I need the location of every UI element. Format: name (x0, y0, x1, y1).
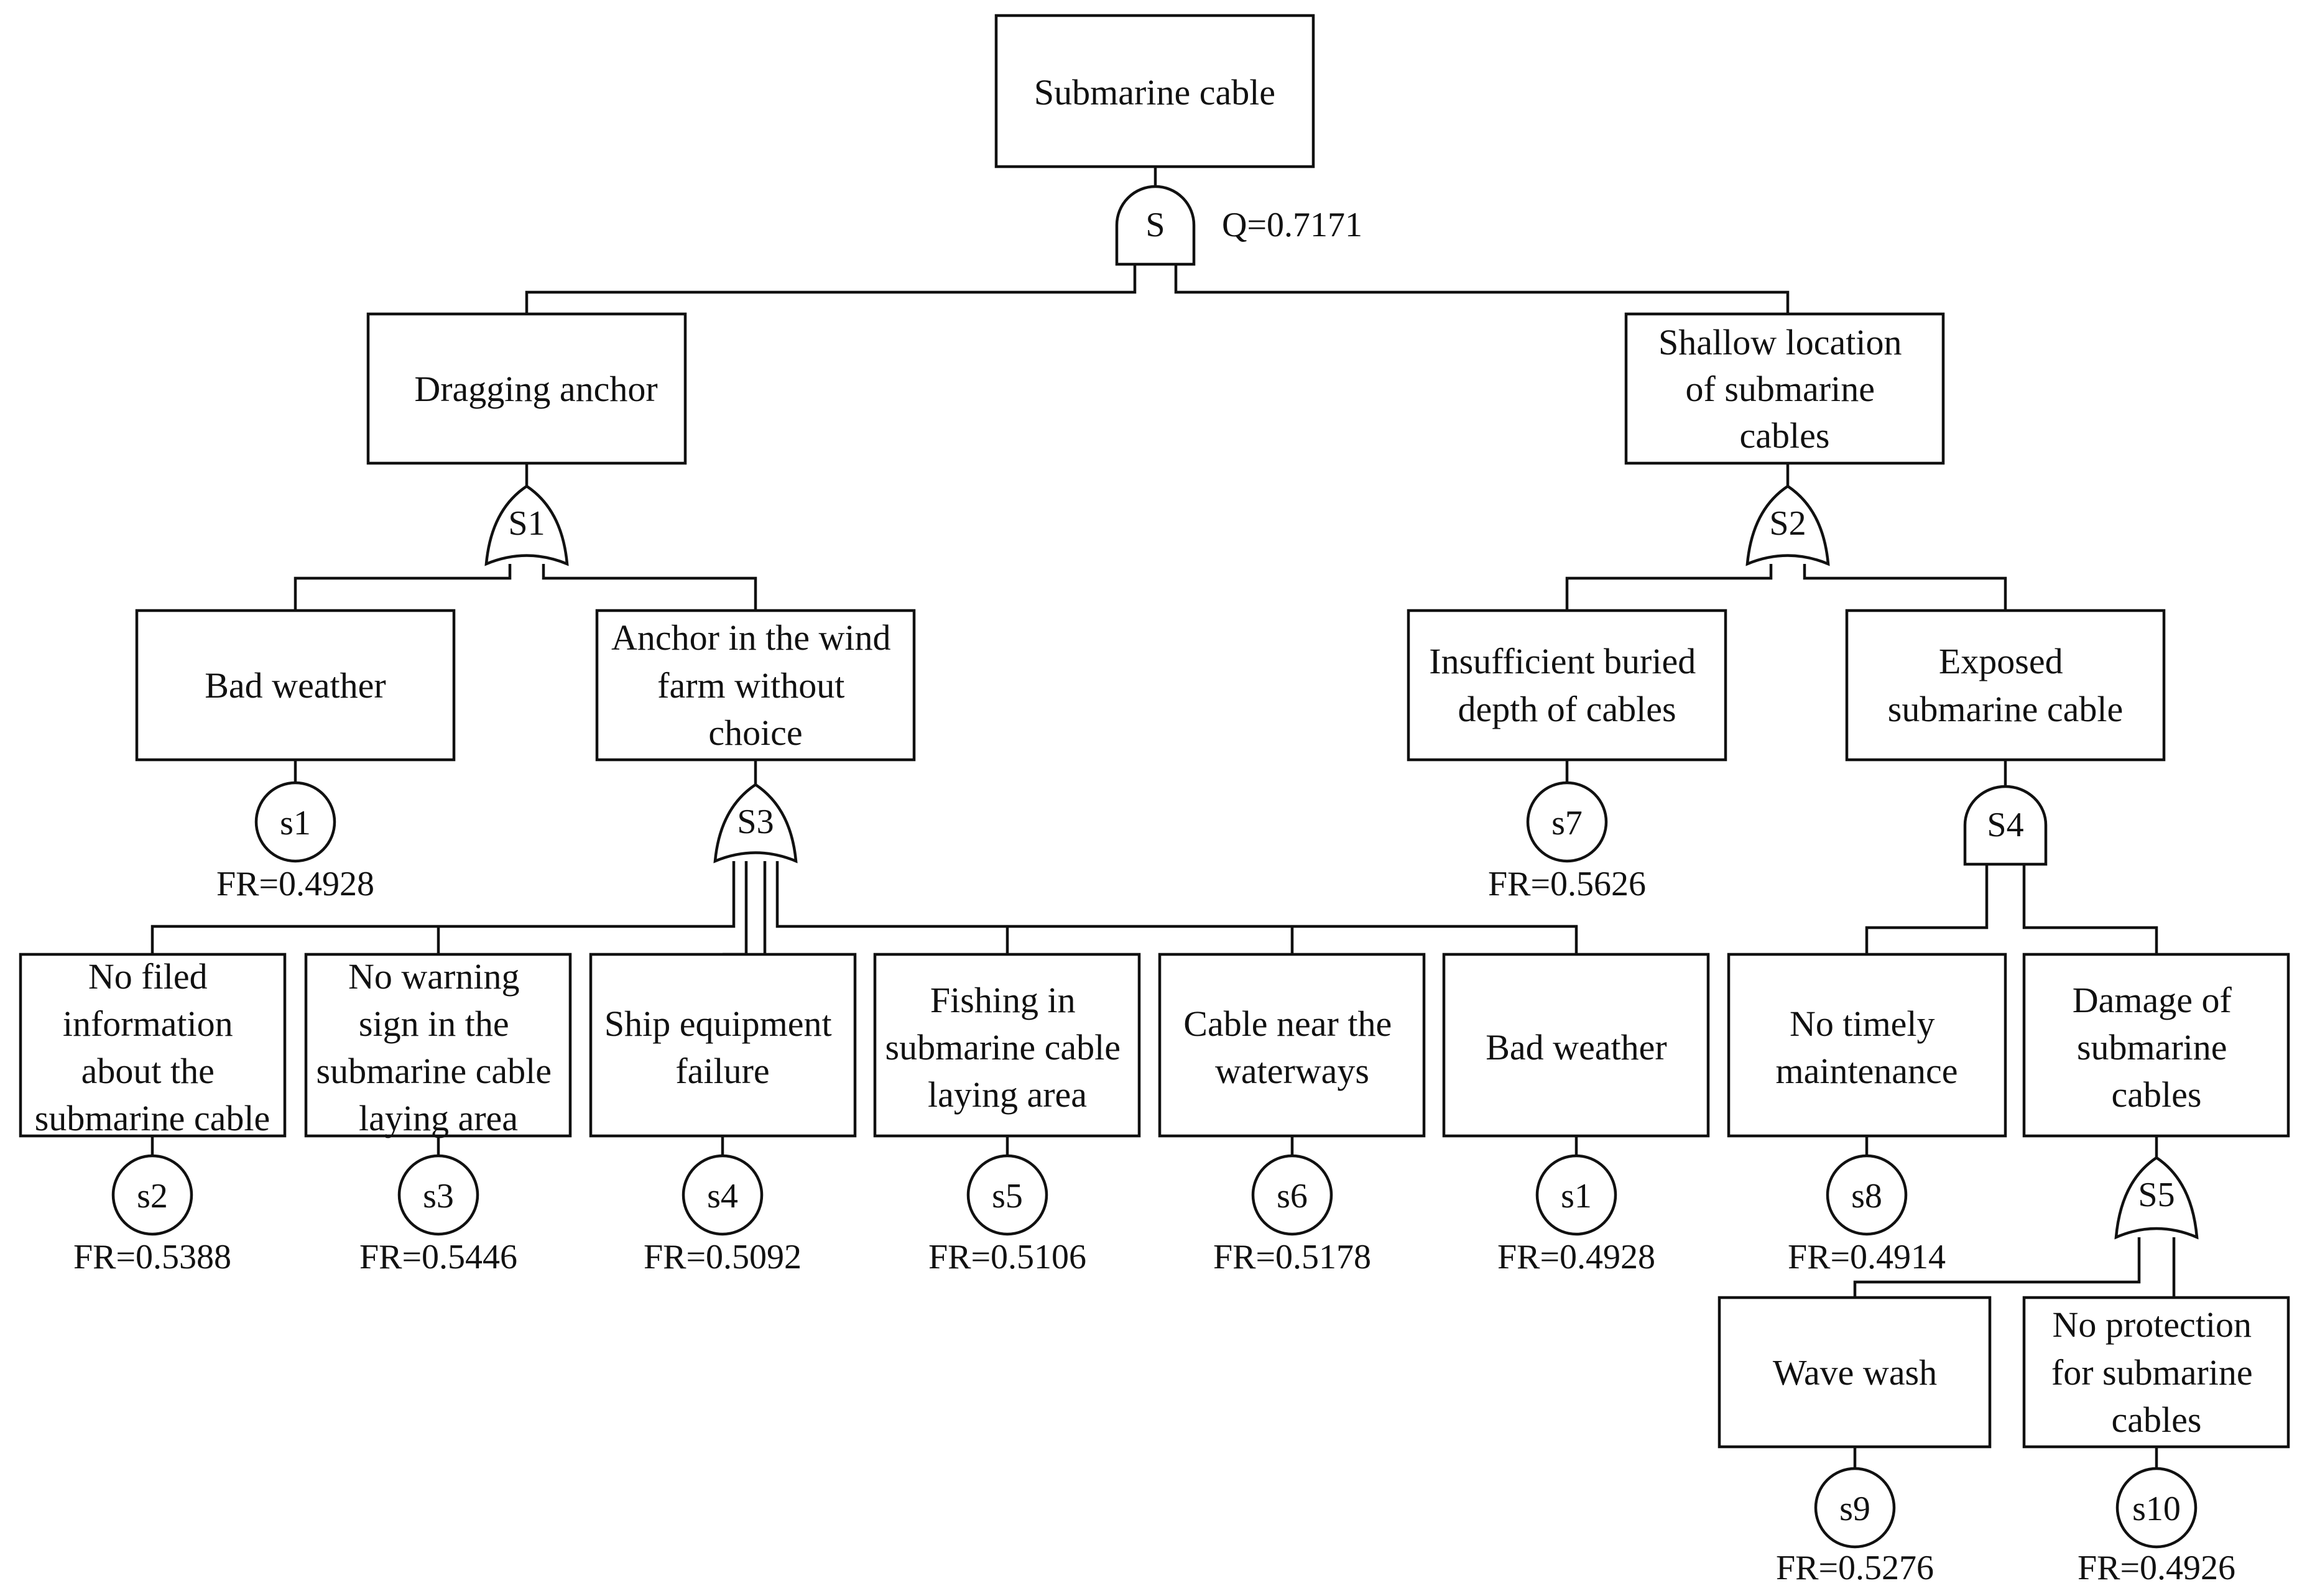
basic-event-s5-label: s5 (992, 1177, 1023, 1215)
basic-event-s10-label: s10 (2132, 1490, 2181, 1528)
connector-s4-to-no-timely (1865, 864, 1989, 954)
event-box-no-warning-sign: No warning sign in the submarine cable l… (304, 953, 572, 1138)
and-gate-s: S (1115, 185, 1196, 266)
basic-event-s7-fr: FR=0.5626 (1488, 865, 1646, 903)
basic-event-s4-fr: FR=0.5092 (644, 1238, 802, 1276)
event-insufficient-depth-label: Insufficient buried depth of cables (1429, 641, 1704, 729)
event-exposed-cable-label: Exposed submarine cable (1888, 641, 2123, 729)
connector-s3-to-no-filed (150, 861, 736, 954)
gate-s-label: S (1145, 206, 1165, 244)
basic-event-s1-sub-fr: FR=0.4928 (1497, 1238, 1655, 1276)
event-box-wave-wash: Wave wash (1717, 1296, 1992, 1449)
event-wave-wash-label: Wave wash (1773, 1352, 1937, 1393)
connectors (150, 167, 2176, 1470)
connector-s3-to-right-branches (775, 861, 1578, 954)
event-top-label: Submarine cable (1034, 72, 1275, 113)
basic-event-s7: s7 FR=0.5626 (1488, 781, 1646, 903)
basic-event-s6: s6 FR=0.5178 (1213, 1154, 1371, 1276)
event-box-damage-of-cables: Damage of submarine cables (2022, 953, 2290, 1138)
gate-s2-label: S2 (1769, 504, 1806, 543)
basic-event-s4: s4 FR=0.5092 (644, 1154, 802, 1276)
event-box-no-timely-maintenance: No timely maintenance (1727, 953, 2007, 1138)
basic-event-s7-label: s7 (1551, 804, 1583, 842)
basic-event-s5: s5 FR=0.5106 (928, 1154, 1086, 1276)
event-dragging-anchor-label: Dragging anchor (414, 369, 657, 409)
or-gate-s2: S2 (1745, 484, 1830, 566)
event-box-no-filed-info: No filed information about the submarine… (19, 953, 287, 1138)
event-box-top: Submarine cable (994, 14, 1315, 168)
basic-event-s3-fr: FR=0.5446 (359, 1238, 517, 1276)
event-box-bad-weather-sub: Bad weather (1442, 953, 1710, 1138)
connector-s1-to-bad-weather (294, 564, 512, 611)
gate-s4-label: S4 (1987, 806, 2023, 844)
event-box-dragging-anchor: Dragging anchor (366, 312, 687, 465)
event-box-insufficient-depth: Insufficient buried depth of cables (1407, 609, 1727, 762)
and-gate-s4: S4 (1963, 785, 2048, 866)
or-gate-s5: S5 (2114, 1156, 2199, 1240)
event-shallow-location-label: Shallow location of submarine cables (1658, 322, 1911, 456)
basic-event-s5-fr: FR=0.5106 (928, 1238, 1086, 1276)
event-box-shallow-location: Shallow location of submarine cables (1624, 312, 1945, 465)
basic-event-s2-fr: FR=0.5388 (73, 1238, 231, 1276)
event-no-timely-maintenance-label: No timely maintenance (1775, 1003, 1958, 1091)
basic-event-s9: s9 FR=0.5276 (1776, 1467, 1934, 1587)
basic-event-s3: s3 FR=0.5446 (359, 1154, 517, 1276)
event-box-fishing-area: Fishing in submarine cable laying area (873, 953, 1141, 1138)
connector-s-to-dragging-anchor (525, 264, 1137, 314)
connector-s2-to-insufficient (1565, 564, 1773, 611)
event-box-cable-near-waterways: Cable near the waterways (1158, 953, 1426, 1138)
basic-event-s6-fr: FR=0.5178 (1213, 1238, 1371, 1276)
gate-s3-label: S3 (737, 803, 774, 841)
event-no-warning-sign-label: No warning sign in the submarine cable l… (317, 956, 561, 1138)
event-cable-near-waterways-label: Cable near the waterways (1183, 1003, 1400, 1091)
basic-event-s1-sub-label: s1 (1561, 1177, 1592, 1215)
basic-event-s1-main-fr: FR=0.4928 (216, 865, 374, 903)
basic-event-s1-sub: s1 FR=0.4928 (1497, 1154, 1655, 1276)
basic-event-s8-label: s8 (1851, 1177, 1882, 1215)
connector-s1-to-anchor-wind-farm (542, 564, 757, 611)
basic-event-s1-main: s1 FR=0.4928 (216, 781, 374, 903)
event-box-no-protection: No protection for submarine cables (2022, 1296, 2290, 1449)
event-box-bad-weather-main: Bad weather (135, 609, 456, 762)
top-probability: Q=0.7171 (1222, 206, 1362, 244)
event-fishing-area-label: Fishing in submarine cable laying area (885, 980, 1130, 1115)
event-box-anchor-wind-farm: Anchor in the wind farm without choice (595, 609, 916, 762)
gate-s5-label: S5 (2138, 1176, 2175, 1214)
basic-event-s3-label: s3 (423, 1177, 454, 1215)
basic-event-s8: s8 FR=0.4914 (1788, 1154, 1946, 1276)
basic-event-s10-fr: FR=0.4926 (2078, 1549, 2235, 1587)
event-no-protection-label: No protection for submarine cables (2051, 1304, 2262, 1440)
basic-event-s10: s10 FR=0.4926 (2078, 1467, 2235, 1587)
connector-s5-to-wave-wash (1853, 1237, 2141, 1298)
connector-s2-to-exposed (1803, 564, 2007, 611)
or-gate-s1: S1 (484, 484, 569, 566)
gate-s1-label: S1 (508, 504, 545, 543)
connector-s-to-shallow-location (1174, 264, 1790, 314)
connector-s4-to-damage (2022, 864, 2158, 954)
event-box-ship-equipment-failure: Ship equipment failure (589, 953, 857, 1138)
event-box-exposed-cable: Exposed submarine cable (1845, 609, 2166, 762)
or-gate-s3: S3 (713, 783, 798, 864)
basic-event-s2-label: s2 (137, 1177, 168, 1215)
basic-event-s9-label: s9 (1839, 1490, 1870, 1528)
event-bad-weather-main-label: Bad weather (205, 665, 386, 706)
basic-event-s2: s2 FR=0.5388 (73, 1154, 231, 1276)
basic-event-s4-label: s4 (707, 1177, 738, 1215)
event-anchor-wind-farm-label: Anchor in the wind farm without choice (611, 617, 900, 753)
event-ship-equipment-failure-label: Ship equipment failure (604, 1003, 841, 1091)
basic-event-s8-fr: FR=0.4914 (1788, 1238, 1946, 1276)
event-bad-weather-sub-label: Bad weather (1486, 1027, 1666, 1068)
basic-event-s1-main-label: s1 (280, 804, 311, 842)
basic-event-s6-label: s6 (1277, 1177, 1308, 1215)
event-damage-of-cables-label: Damage of submarine cables (2073, 980, 2241, 1115)
event-no-filed-info-label: No filed information about the submarine… (35, 956, 270, 1138)
basic-event-s9-fr: FR=0.5276 (1776, 1549, 1934, 1587)
